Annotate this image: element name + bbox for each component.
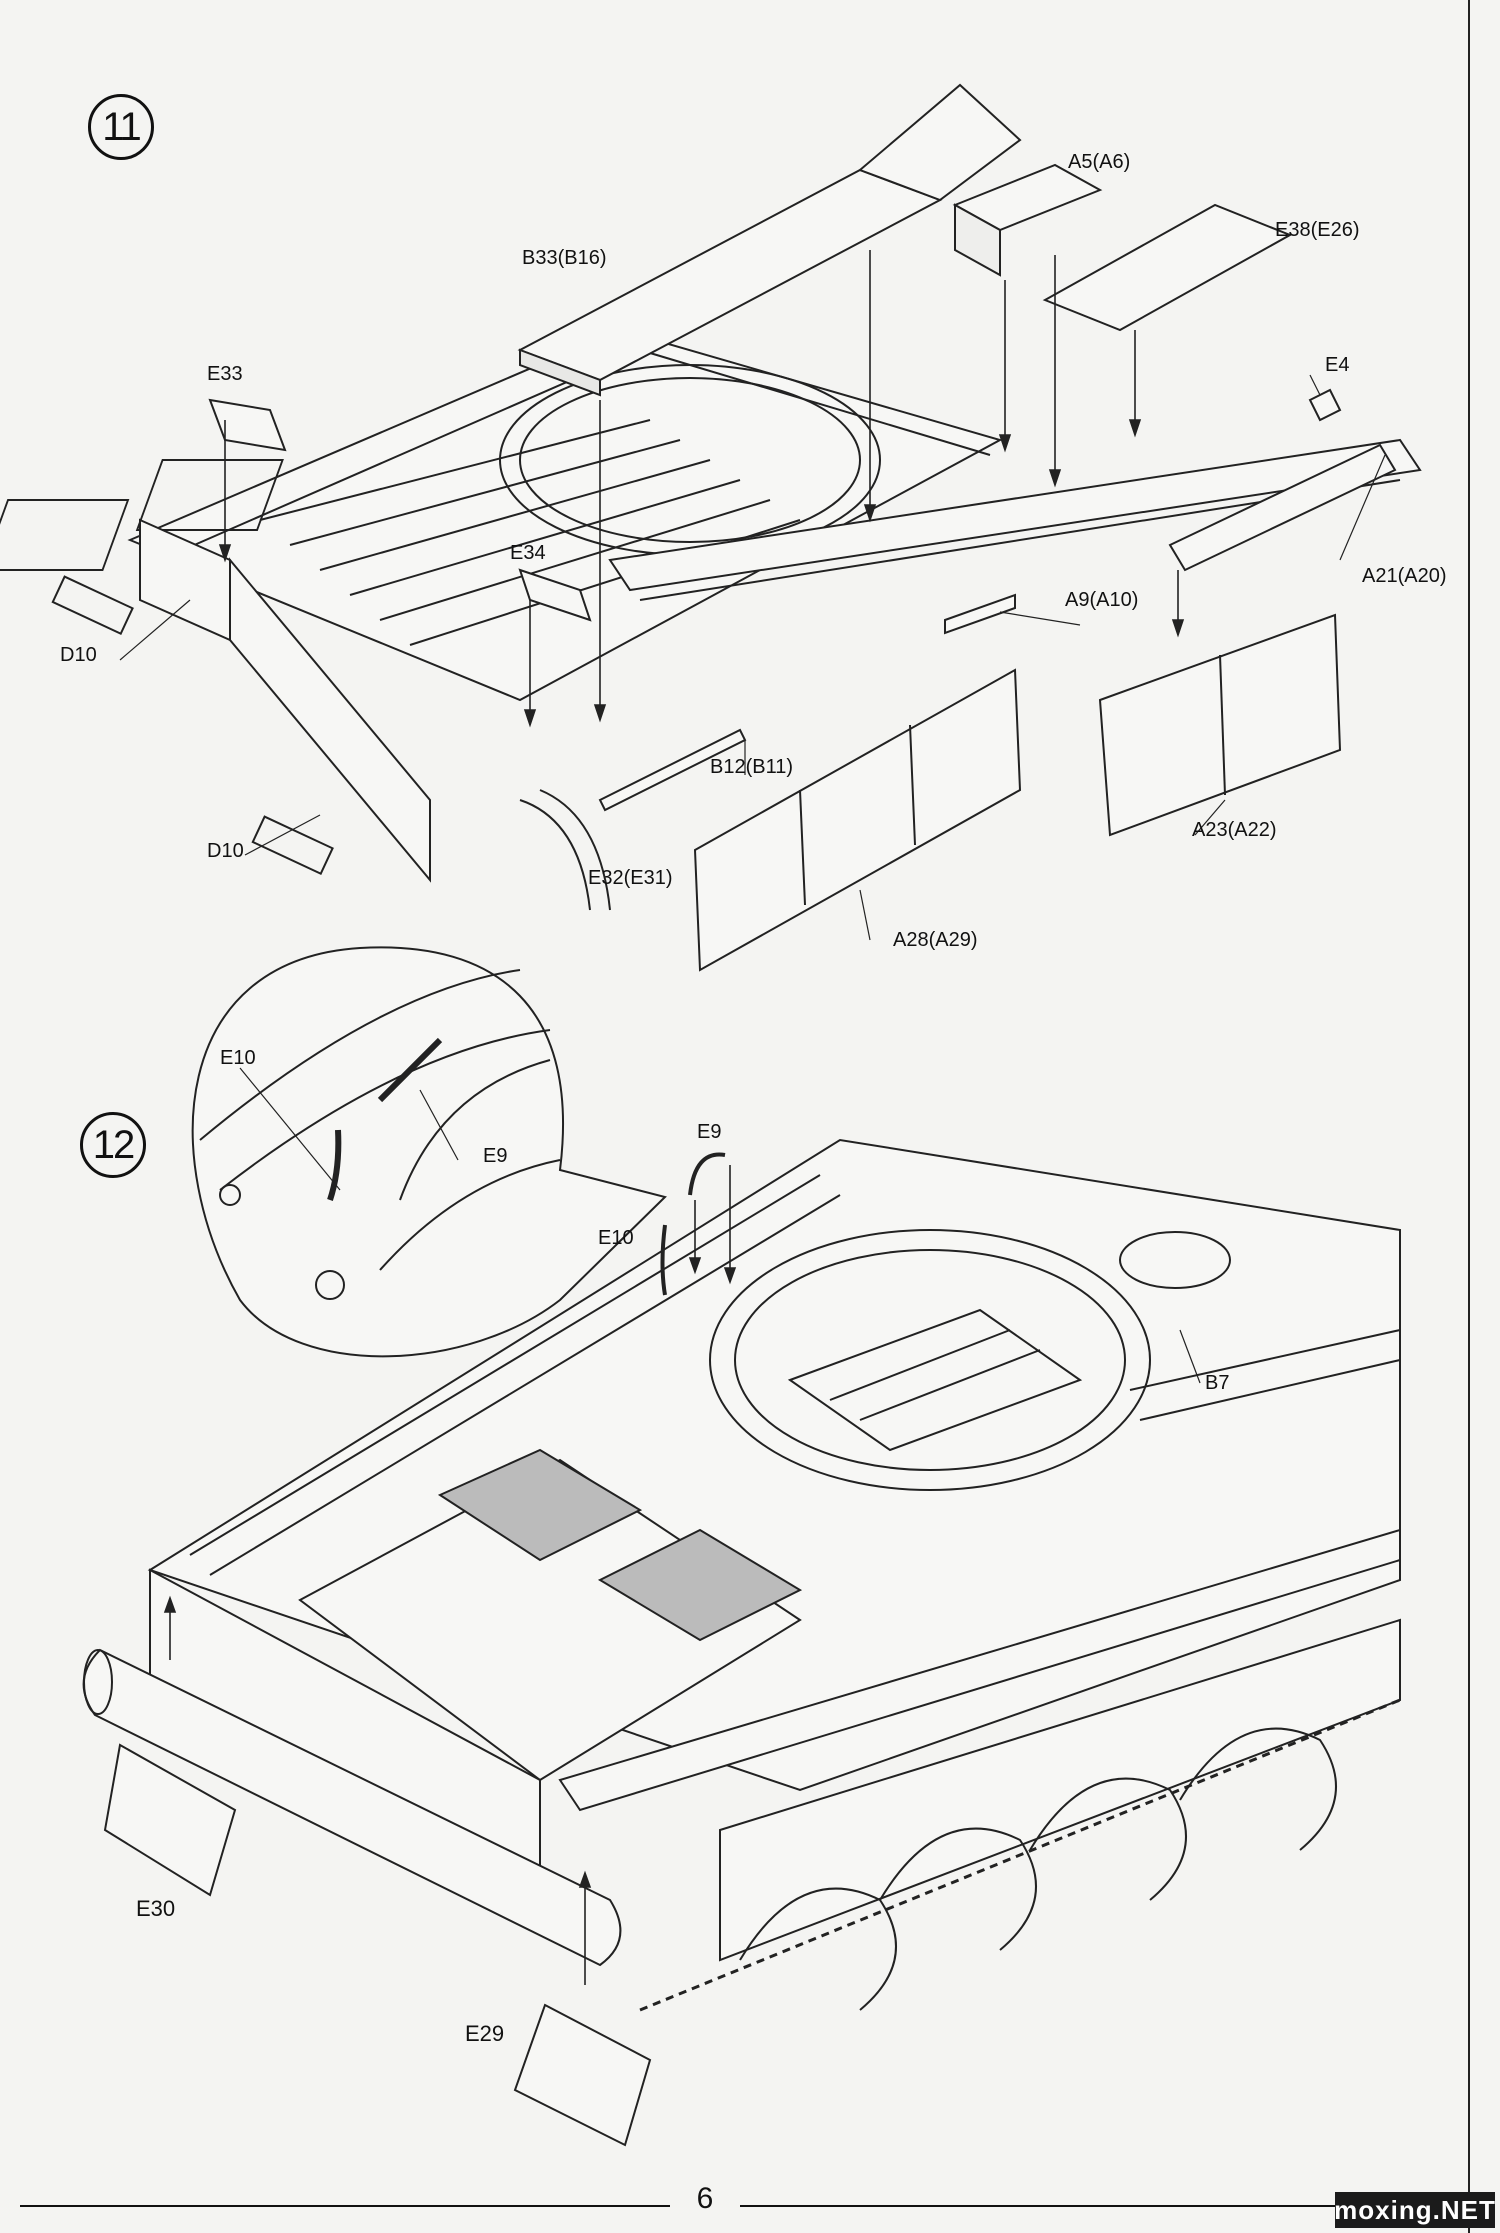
label-a5: A5(A6) xyxy=(1068,151,1131,173)
label-e32: E32(E31) xyxy=(588,867,673,889)
label-a28: A28(A29) xyxy=(893,929,978,951)
side-skirt xyxy=(719,1618,1401,1962)
engine-grille-right xyxy=(597,1528,803,1642)
skirt-a28 xyxy=(693,668,1022,972)
mud-flap-e30 xyxy=(103,1743,237,1897)
side-fender xyxy=(558,1528,1401,1812)
label-e10-callout: E10 xyxy=(220,1047,256,1069)
skirt-a23 xyxy=(1098,613,1342,837)
label-e38: E38(E26) xyxy=(1275,219,1360,241)
label-b7: B7 xyxy=(1205,1372,1230,1394)
label-e4: E4 xyxy=(1325,354,1350,376)
fuel-drum xyxy=(82,1648,622,1967)
label-e9-callout: E9 xyxy=(483,1145,508,1167)
page-edge xyxy=(1468,0,1470,2233)
engine-grille-left xyxy=(437,1448,643,1562)
label-b33: B33(B16) xyxy=(522,247,607,269)
step-number-12: 12 xyxy=(80,1112,146,1178)
label-d10-top: D10 xyxy=(60,644,97,666)
mud-flap-e29 xyxy=(513,2003,652,2147)
label-d10-bottom: D10 xyxy=(207,840,244,862)
footer-rule xyxy=(20,2205,1460,2207)
label-e34: E34 xyxy=(510,542,546,564)
label-e33: E33 xyxy=(207,363,243,385)
page-number: 6 xyxy=(670,2182,740,2216)
label-e10: E10 xyxy=(598,1227,634,1249)
watermark-logo: moxing.NET xyxy=(1334,2192,1495,2228)
step-11-diagram xyxy=(0,83,1422,972)
detail-callout xyxy=(191,946,667,1358)
label-e9: E9 xyxy=(697,1121,722,1143)
label-a23: A23(A22) xyxy=(1192,819,1277,841)
label-b12: B12(B11) xyxy=(710,756,794,778)
label-a9: A9(A10) xyxy=(1065,589,1139,611)
label-e30: E30 xyxy=(136,1896,176,1921)
turret-ring xyxy=(709,1229,1151,1491)
step-number-11: 11 xyxy=(88,94,154,160)
skirt-a21 xyxy=(1168,443,1397,572)
stowage-box-e38 xyxy=(1042,203,1293,332)
label-a21: A21(A20) xyxy=(1362,565,1447,587)
label-e29: E29 xyxy=(465,2021,505,2046)
